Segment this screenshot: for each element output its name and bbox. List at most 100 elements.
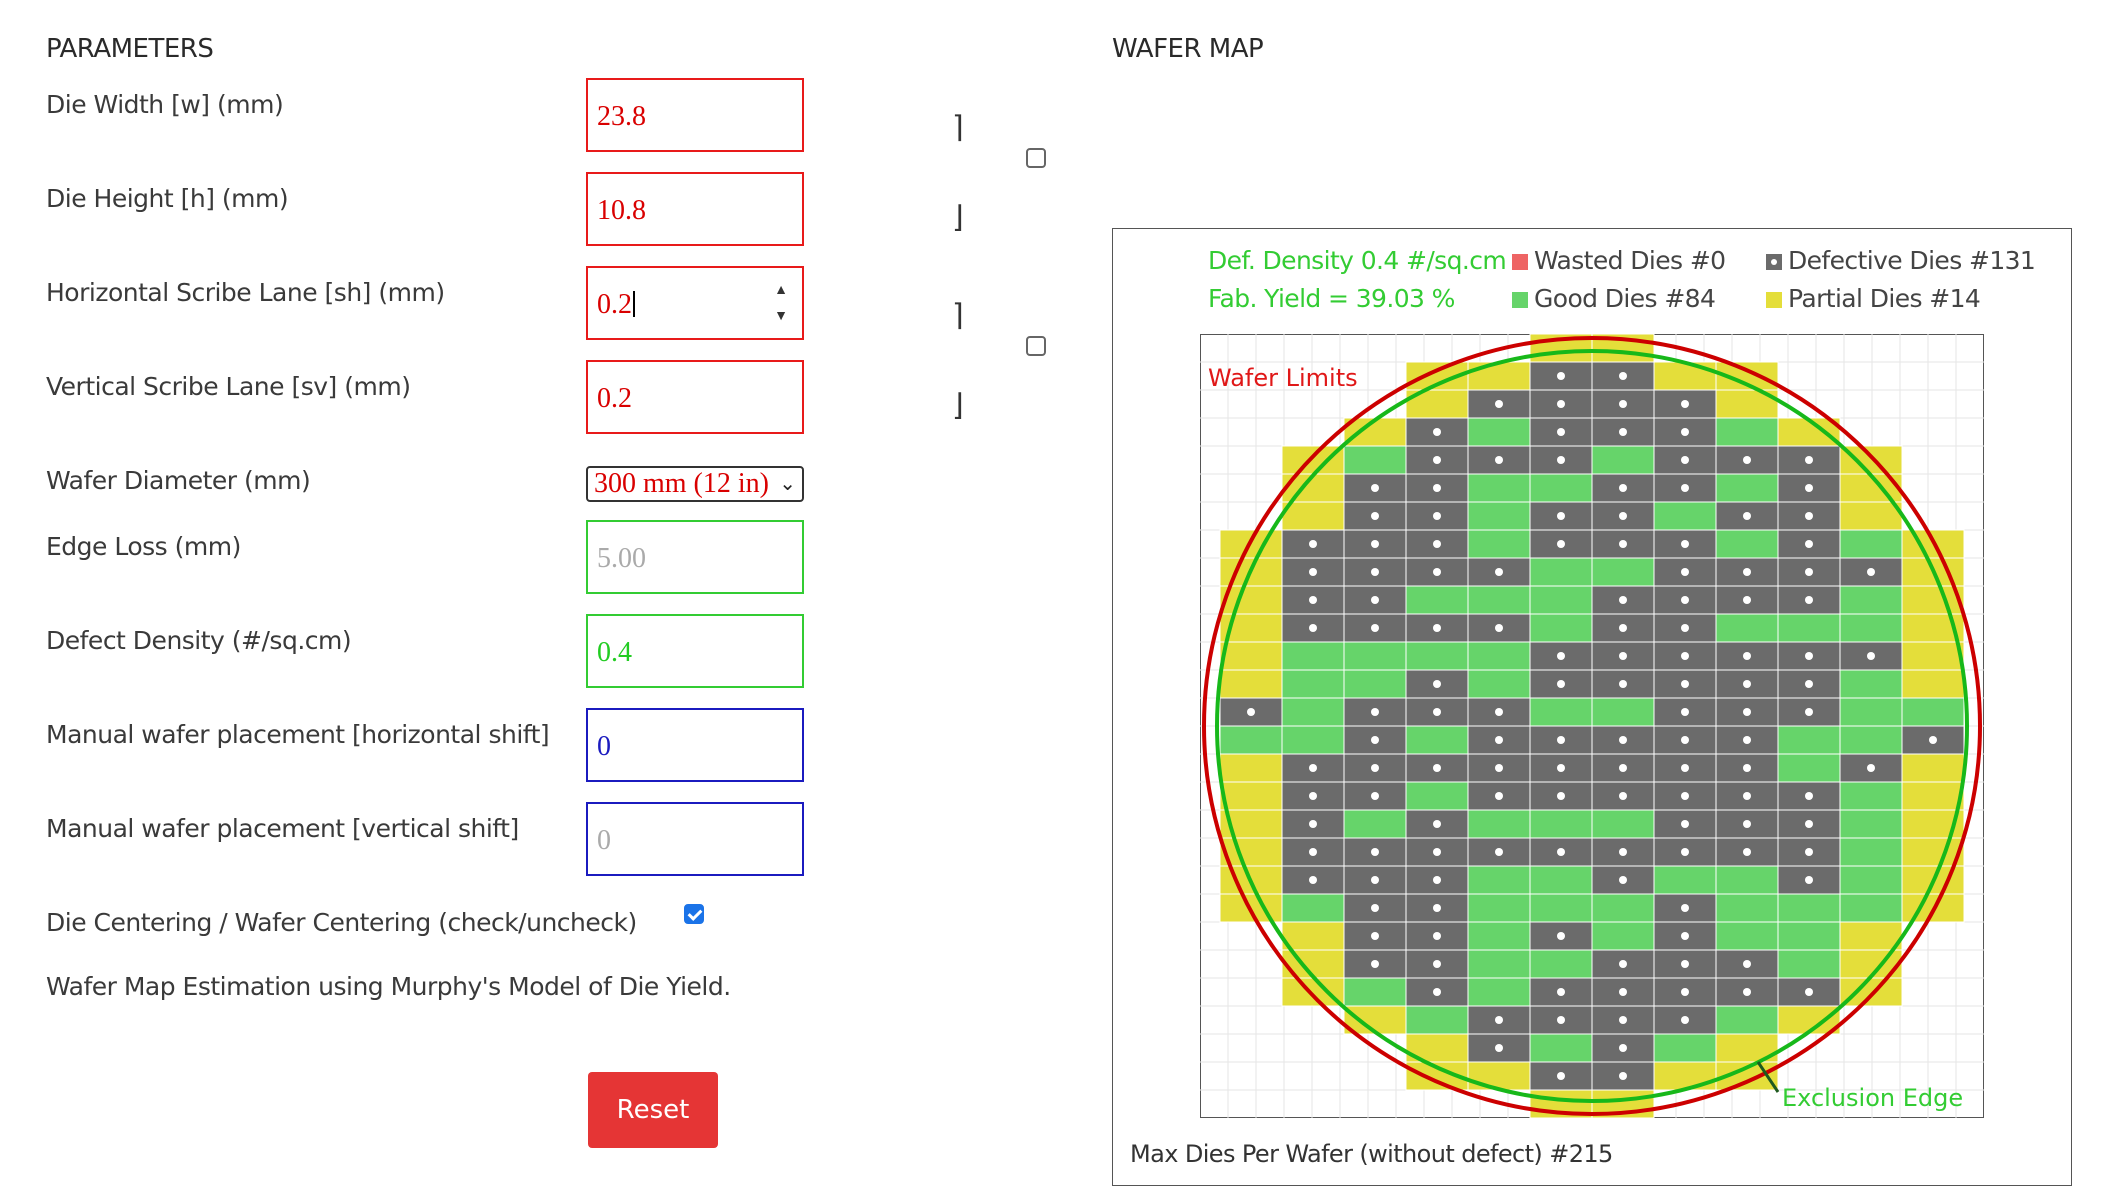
defect-dot [1371,960,1379,968]
defect-dot [1619,1016,1627,1024]
defect-dot [1495,624,1503,632]
defect-dot [1805,652,1813,660]
v-shift-input[interactable]: 0 [586,802,804,876]
defect-dot [1681,484,1689,492]
good-die [1839,697,1903,727]
defect-dot [1371,512,1379,520]
defect-dot [1805,484,1813,492]
defect-dot [1557,680,1565,688]
good-die [1529,1033,1593,1063]
defect-dot [1309,540,1317,548]
good-die [1343,669,1407,699]
defect-dot [1433,876,1441,884]
good-die [1839,809,1903,839]
partial-die [1281,977,1345,1007]
stepper-up-icon[interactable]: ▲ [774,283,788,298]
defect-dot [1309,596,1317,604]
reset-button[interactable]: Reset [588,1072,718,1148]
defect-dot [1371,708,1379,716]
wafer-map-heading: WAFER MAP [1112,34,1264,64]
good-die [1405,585,1469,615]
defect-dot [1371,876,1379,884]
defect-dot [1371,904,1379,912]
good-die [1715,473,1779,503]
defect-dot [1433,708,1441,716]
bracket-bottom-icon: ⌋ [952,200,964,235]
centering-checkbox[interactable] [684,904,704,924]
good-die [1529,557,1593,587]
v-shift-placeholder: 0 [597,825,611,856]
good-die [1467,669,1531,699]
defect-density-input[interactable]: 0.4 [586,614,804,688]
defect-dot [1681,456,1689,464]
partial-die [1901,753,1965,783]
defect-dot [1557,540,1565,548]
partial-die [1839,445,1903,475]
die-height-input[interactable]: 10.8 [586,172,804,246]
good-die [1529,613,1593,643]
die-width-input[interactable]: 23.8 [586,78,804,152]
partial-die [1839,977,1903,1007]
good-die [1467,585,1531,615]
good-die [1405,1005,1469,1035]
defect-dot [1371,932,1379,940]
die-array [1219,334,1965,1118]
die-width-value: 23.8 [597,101,646,132]
good-die [1529,585,1593,615]
edge-loss-input[interactable]: 5.00 [586,520,804,594]
partial-die [1839,501,1903,531]
good-die [1281,669,1345,699]
defect-dot [1433,932,1441,940]
defect-dot [1681,820,1689,828]
chevron-down-icon: ⌄ [779,473,796,495]
defect-dot [1371,624,1379,632]
number-stepper[interactable]: ▲▼ [770,278,792,330]
legend-wasted-label: Wasted Dies #0 [1534,246,1726,275]
defect-dot [1433,820,1441,828]
defect-dot [1247,708,1255,716]
good-die [1405,641,1469,671]
partial-die [1839,921,1903,951]
defect-dot [1309,764,1317,772]
good-die [1529,949,1593,979]
legend-good: Good Dies #84 [1512,284,1716,313]
defect-dot [1433,484,1441,492]
wafer-diameter-value: 300 mm (12 in) [594,468,769,499]
defect-dot [1619,988,1627,996]
link-scribe-checkbox[interactable] [1026,336,1046,356]
partial-die [1901,669,1965,699]
defect-dot [1309,624,1317,632]
legend-defective-label: Defective Dies #131 [1788,246,2036,275]
exclusion-edge-text: Exclusion Edge [1782,1084,1963,1112]
defect-dot [1619,848,1627,856]
defect-dot [1743,736,1751,744]
defect-dot [1805,988,1813,996]
defect-dot [1433,988,1441,996]
defect-dot [1309,820,1317,828]
defect-dot [1557,736,1565,744]
defect-dot [1681,904,1689,912]
good-die [1839,865,1903,895]
defect-dot [1371,596,1379,604]
vertical-scribe-input[interactable]: 0.2 [586,360,804,434]
defect-dot [1495,792,1503,800]
horizontal-scribe-input[interactable]: 0.2 ▲▼ [586,266,804,340]
good-die [1405,781,1469,811]
defect-dot [1495,736,1503,744]
good-die [1467,949,1531,979]
good-die [1839,585,1903,615]
wafer-diameter-select[interactable]: 300 mm (12 in) ⌄ [586,466,804,502]
defect-dot [1805,596,1813,604]
defect-dot [1805,540,1813,548]
link-dimension-checkbox[interactable] [1026,148,1046,168]
good-die [1467,529,1531,559]
legend-partial-label: Partial Dies #14 [1788,284,1981,313]
defect-dot [1619,680,1627,688]
good-die [1591,557,1655,587]
defect-dot [1433,456,1441,464]
wafer-limits-text: Wafer Limits [1208,364,1358,392]
defect-dot [1681,428,1689,436]
partial-die [1219,753,1283,783]
stepper-down-icon[interactable]: ▼ [774,309,788,324]
h-shift-input[interactable]: 0 [586,708,804,782]
